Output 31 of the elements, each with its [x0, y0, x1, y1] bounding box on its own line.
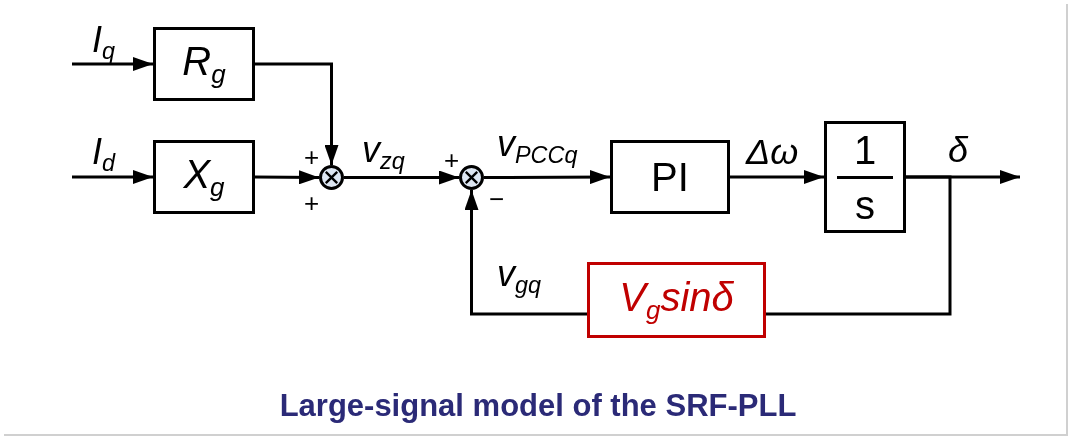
arrow: [255, 62, 339, 165]
arrow: [464, 190, 587, 316]
block-label: PI: [651, 157, 689, 197]
caption: Large-signal model of the SRF-PLL: [278, 388, 798, 424]
signal-label: I$_{d}$: [92, 134, 116, 176]
arrow: [484, 170, 610, 185]
block-label: 1: [853, 129, 877, 170]
block-box: [610, 140, 730, 214]
block-label: R$_{g}$: [182, 41, 226, 87]
sign-label: +: [444, 147, 460, 173]
sign-label: +: [304, 190, 320, 216]
sign-label: −: [489, 186, 505, 212]
arrow: [730, 170, 824, 184]
block-box: [824, 121, 906, 233]
signal-label: Δω: [746, 134, 799, 170]
signal-label: δ: [948, 132, 968, 168]
sign-label: +: [304, 144, 320, 170]
block-label: X$_{g}$: [183, 154, 225, 200]
signal-label: v$_{PCCq}$: [497, 126, 578, 168]
block-label: V$_{g}$sinδ: [619, 277, 734, 323]
block-box: [153, 27, 255, 101]
signal-label: v$_{gq}$: [497, 256, 542, 298]
block-box: [153, 140, 255, 214]
arrow: [344, 170, 459, 185]
block-label: s: [855, 184, 875, 225]
arrow: [255, 170, 319, 185]
block-box: [587, 262, 766, 338]
arrow: [72, 170, 153, 184]
signal-label: v$_{zq}$: [362, 132, 405, 174]
signal-label: I$_{q}$: [92, 22, 116, 64]
arrow: [72, 57, 153, 71]
